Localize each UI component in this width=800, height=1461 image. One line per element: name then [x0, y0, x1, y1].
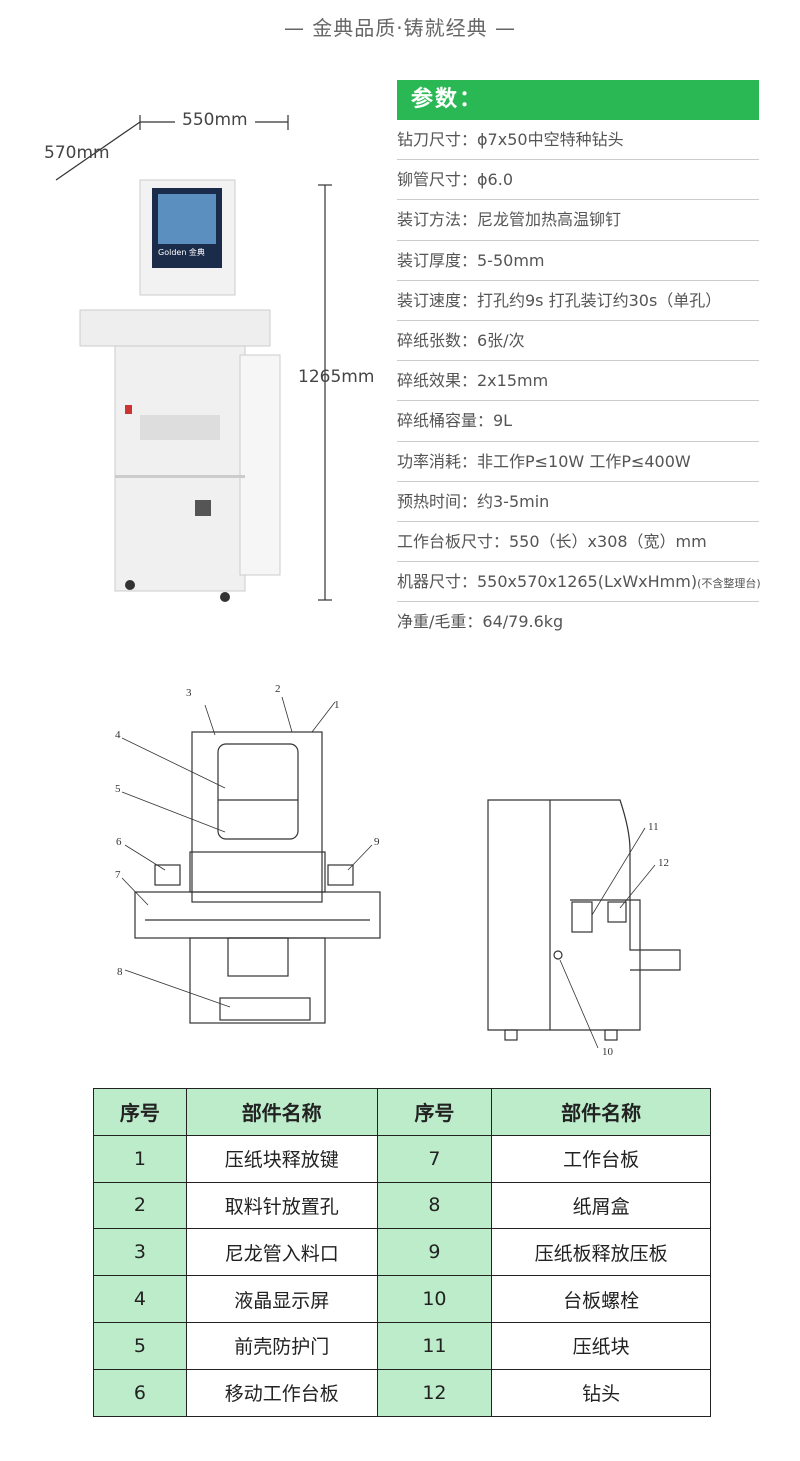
callout-1: 1 [334, 699, 340, 711]
callout-9: 9 [374, 836, 380, 848]
spec-text: 铆管尺寸：ϕ6.0 [397, 170, 514, 190]
spec-item: 功率消耗：非工作P≤10W 工作P≤400W [397, 442, 759, 482]
part-name: 工作台板 [491, 1134, 711, 1183]
spec-text: 碎纸桶容量：9L [397, 411, 513, 431]
callout-2: 2 [275, 683, 281, 695]
part-name: 台板螺栓 [491, 1275, 711, 1323]
part-index: 12 [376, 1368, 493, 1417]
spec-item: 装订速度：打孔约9s 打孔装订约30s（单孔） [397, 281, 759, 321]
callout-4: 4 [115, 729, 121, 741]
part-index: 8 [376, 1181, 493, 1230]
spec-note: (不含整理台) [697, 577, 761, 591]
spec-item: 预热时间：约3-5min [397, 482, 759, 522]
side-diagram: 11 12 10 [487, 799, 681, 1058]
spec-text: 钻刀尺寸：ϕ7x50中空特种钻头 [397, 130, 624, 149]
callout-5: 5 [115, 783, 121, 795]
spec-text: 装订厚度：5-50mm [397, 250, 545, 270]
front-diagram: 3 2 1 4 5 6 9 7 8 [115, 683, 381, 1024]
callout-3: 3 [186, 687, 192, 699]
part-name: 取料针放置孔 [185, 1181, 378, 1230]
spec-item: 碎纸效果：2x15mm [397, 361, 759, 402]
spec-item: 机器尺寸：550x570x1265(LxWxHmm)(不含整理台) [397, 562, 761, 603]
callout-10: 10 [602, 1046, 614, 1058]
spec-text: 预热时间：约3-5min [397, 491, 550, 511]
spec-text: 装订速度：打孔约9s 打孔装订约30s（单孔） [397, 290, 722, 310]
part-index: 4 [93, 1275, 187, 1323]
callout-11: 11 [648, 821, 659, 833]
spec-item: 装订方法：尼龙管加热高温铆钉 [397, 200, 759, 241]
spec-text: 碎纸张数：6张/次 [397, 330, 525, 350]
part-name: 纸屑盒 [491, 1181, 711, 1230]
part-index: 2 [93, 1181, 187, 1230]
part-index: 7 [376, 1134, 493, 1183]
callout-7: 7 [115, 869, 121, 881]
part-index: 5 [93, 1321, 187, 1370]
part-index: 9 [376, 1228, 493, 1277]
header-index: 序号 [93, 1088, 187, 1136]
spec-text: 碎纸效果：2x15mm [397, 371, 549, 391]
part-name: 压纸块 [491, 1321, 711, 1370]
part-name: 前壳防护门 [185, 1321, 378, 1370]
spec-item: 碎纸桶容量：9L [397, 401, 759, 442]
spec-item: 碎纸张数：6张/次 [397, 321, 759, 362]
spec-text: 净重/毛重：64/79.6kg [397, 612, 564, 632]
part-index: 11 [376, 1321, 493, 1370]
spec-item: 净重/毛重：64/79.6kg [397, 602, 759, 642]
brand-logo: Golden 金典 [158, 248, 205, 257]
part-name: 钻头 [491, 1368, 711, 1417]
header-part-name: 部件名称 [185, 1088, 378, 1136]
dim-height: 1265mm [298, 367, 375, 387]
part-index: 1 [93, 1134, 187, 1183]
specs-panel: 参数： 钻刀尺寸：ϕ7x50中空特种钻头铆管尺寸：ϕ6.0 装订方法：尼龙管加热高… [397, 80, 761, 642]
header-index: 序号 [376, 1088, 493, 1136]
part-index: 10 [376, 1275, 493, 1323]
callout-12: 12 [658, 857, 669, 869]
callout-8: 8 [117, 966, 123, 978]
part-index: 6 [93, 1368, 187, 1417]
spec-item: 装订厚度：5-50mm [397, 241, 759, 281]
spec-item: 工作台板尺寸：550（长）x308（宽）mm [397, 522, 759, 563]
part-name: 压纸块释放键 [185, 1134, 378, 1183]
part-name: 液晶显示屏 [185, 1275, 378, 1323]
spec-text: 机器尺寸：550x570x1265(LxWxHmm) [397, 572, 698, 592]
part-name: 移动工作台板 [185, 1368, 378, 1417]
spec-item: 铆管尺寸：ϕ6.0 [397, 160, 759, 201]
part-name: 压纸板释放压板 [491, 1228, 711, 1277]
specs-title: 参数： [397, 80, 759, 120]
part-index: 3 [93, 1228, 187, 1277]
callout-6: 6 [116, 836, 122, 848]
spec-text: 工作台板尺寸：550（长）x308（宽）mm [397, 531, 707, 551]
slogan: — 金典品质·铸就经典 — [283, 16, 517, 40]
header-part-name: 部件名称 [491, 1088, 711, 1136]
dim-width: 550mm [182, 110, 248, 130]
spec-text: 装订方法：尼龙管加热高温铆钉 [397, 210, 622, 230]
dim-depth: 570mm [44, 143, 110, 163]
spec-text: 功率消耗：非工作P≤10W 工作P≤400W [397, 451, 691, 471]
product-photo: 550mm 570mm 1265mm Golden 金典 [40, 110, 390, 610]
spec-item: 钻刀尺寸：ϕ7x50中空特种钻头 [397, 120, 759, 161]
part-name: 尼龙管入料口 [185, 1228, 378, 1277]
